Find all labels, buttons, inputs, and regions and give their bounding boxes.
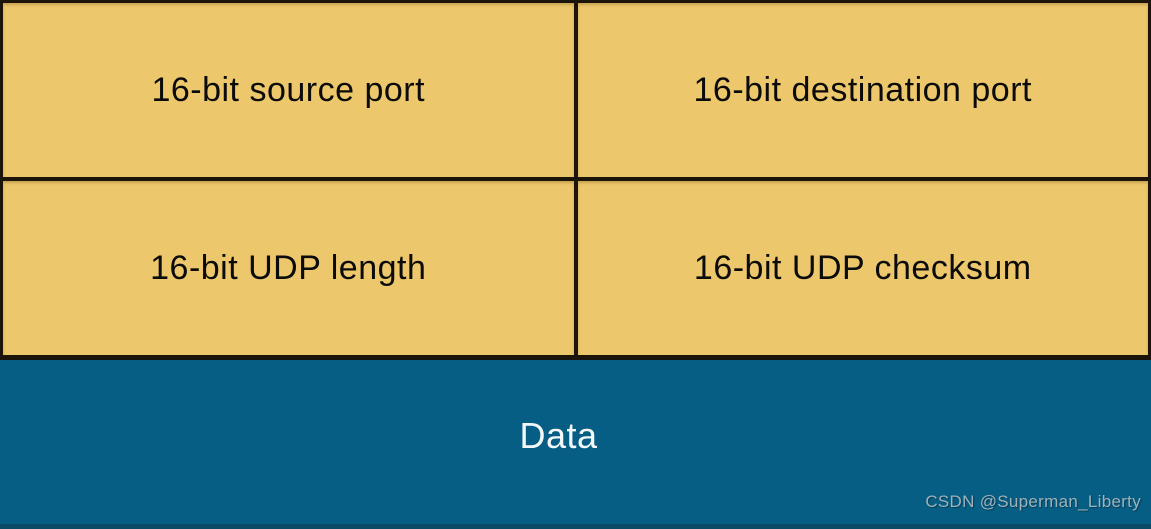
field-destination-port: 16-bit destination port <box>577 3 1148 177</box>
header-fields-grid: 16-bit source port 16-bit destination po… <box>0 0 1151 360</box>
field-source-port: 16-bit source port <box>3 3 574 177</box>
csdn-watermark: CSDN @Superman_Liberty <box>925 492 1141 511</box>
data-section-label: Data <box>519 415 598 456</box>
field-udp-length: 16-bit UDP length <box>3 181 574 355</box>
data-section: Data CSDN @Superman_Liberty <box>0 360 1151 529</box>
field-udp-checksum: 16-bit UDP checksum <box>577 181 1148 355</box>
